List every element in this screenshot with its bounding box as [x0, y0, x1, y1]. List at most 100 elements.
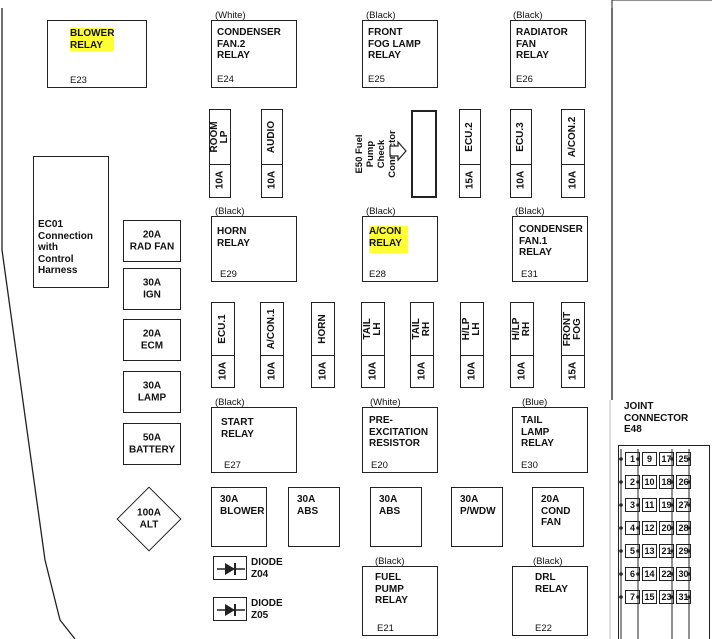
joint-pin-number: 25 [678, 454, 689, 464]
radiator-fan-relay[interactable]: RADIATOR FAN RELAY E26 [510, 20, 586, 88]
big-fuse[interactable]: 50A BATTERY [123, 423, 181, 465]
joint-pin[interactable]: 15 [642, 590, 657, 604]
joint-connector-label: JOINT CONNECTOR E48 [624, 401, 689, 435]
condenser-fan2-relay[interactable]: CONDENSER FAN.2 RELAY E24 [211, 20, 297, 88]
big-fuse-label: 20A RAD FAN [129, 229, 175, 253]
horn-relay-label: HORN RELAY [217, 226, 250, 249]
joint-pin-number: 30 [678, 569, 689, 579]
big-fuse-label: 20A ECM [140, 328, 164, 352]
joint-pin[interactable]: 11 [642, 498, 657, 512]
joint-pin[interactable]: 21 [659, 544, 674, 558]
condenser-fan1-color: (Black) [515, 206, 545, 217]
big-fuse-label: 30A IGN [142, 277, 162, 301]
tail-lamp-label: TAIL LAMP RELAY [521, 415, 554, 449]
radiator-fan-code: E26 [516, 74, 533, 85]
fuse-name-area: A/CON.2 [562, 110, 584, 165]
front-fog-color: (Black) [366, 10, 396, 21]
condenser-fan2-code: E24 [217, 74, 234, 85]
blower-relay-label: BLOWER RELAY [70, 28, 115, 51]
joint-pin-number: 9 [646, 454, 653, 464]
ec01-label: EC01 Connection with Control Harness [38, 219, 93, 276]
big-fuse[interactable]: 30A IGN [123, 268, 181, 310]
joint-pin-number: 20 [661, 523, 672, 533]
diode[interactable] [213, 597, 247, 621]
joint-pin-number: 31 [678, 592, 689, 602]
drl-relay[interactable]: DRL RELAY E22 [512, 566, 588, 636]
joint-pin-number: 23 [661, 592, 672, 602]
big-fuse[interactable]: 20A ECM [123, 319, 181, 361]
joint-pin-number: 14 [644, 569, 655, 579]
bottom-big-fuse[interactable]: 30A ABS [288, 487, 340, 547]
diode-label: DIODE [251, 557, 283, 568]
joint-pin[interactable]: 12 [642, 521, 657, 535]
big-fuse[interactable]: 30A LAMP [123, 371, 181, 413]
bottom-big-fuse[interactable]: 30A BLOWER [211, 487, 267, 547]
fuse-name-area: H/LP RH [511, 303, 533, 357]
joint-pin[interactable]: 10 [642, 475, 657, 489]
pre-excitation-label: PRE- EXCITATION RESISTOR [369, 415, 429, 449]
ec01-connection[interactable]: EC01 Connection with Control Harness [33, 156, 109, 288]
start-relay[interactable]: START RELAY E27 [211, 407, 297, 473]
diode-icon [217, 604, 245, 616]
bottom-big-fuse[interactable]: 30A ABS [370, 487, 422, 547]
fuel-pump-check-connector[interactable] [411, 110, 437, 198]
pre-excitation-resistor[interactable]: PRE- EXCITATION RESISTOR E20 [362, 407, 438, 473]
bottom-big-fuse[interactable]: 20A COND FAN [532, 487, 584, 547]
joint-pin[interactable]: 19 [659, 498, 674, 512]
bottom-big-fuse[interactable]: 30A P/WDW [451, 487, 503, 547]
tail-lamp-color: (Blue) [522, 397, 548, 408]
start-relay-code: E27 [224, 460, 241, 471]
acon-relay[interactable]: A/CON RELAY E28 [362, 216, 438, 282]
big-fuse[interactable]: 20A RAD FAN [123, 220, 181, 262]
joint-pin-number: 15 [644, 592, 655, 602]
joint-connector[interactable] [618, 445, 710, 639]
joint-pin[interactable]: 14 [642, 567, 657, 581]
fuse-name-area: ECU.3 [511, 110, 531, 165]
fuse-name-area: HORN [312, 303, 334, 357]
joint-pin-number: 4 [629, 523, 636, 533]
front-fog-lamp-relay[interactable]: FRONT FOG LAMP RELAY E25 [362, 20, 438, 88]
joint-pin[interactable]: 5 [625, 544, 640, 558]
joint-pin-number: 27 [678, 500, 689, 510]
acon-relay-code: E28 [369, 269, 386, 280]
joint-pin-number: 12 [644, 523, 655, 533]
start-relay-color: (Black) [215, 397, 245, 408]
acon-relay-label: A/CON RELAY [369, 226, 408, 253]
big-fuse-label: 50A BATTERY [128, 432, 176, 456]
horn-relay-code: E29 [220, 269, 237, 280]
tail-lamp-relay[interactable]: TAIL LAMP RELAY E30 [512, 407, 588, 473]
joint-pin[interactable]: 13 [642, 544, 657, 558]
joint-pin-number: 19 [661, 500, 672, 510]
blower-relay[interactable]: BLOWER RELAY E23 [47, 20, 147, 88]
diode-code: Z04 [251, 569, 269, 580]
joint-pin-number: 2 [629, 477, 636, 487]
joint-pin-number: 3 [629, 500, 636, 510]
diode[interactable] [213, 556, 247, 580]
fuel-pump-relay-color: (Black) [375, 556, 405, 567]
condenser-fan1-relay[interactable]: CONDENSER FAN.1 RELAY E31 [512, 216, 588, 282]
joint-pin[interactable]: 27 [676, 498, 691, 512]
joint-pin-number: 22 [661, 569, 672, 579]
bottom-fuse-label: 30A ABS [379, 494, 401, 517]
joint-pin-number: 7 [629, 592, 636, 602]
horn-relay[interactable]: HORN RELAY E29 [211, 216, 297, 282]
fuse-name-area: AUDIO [262, 110, 282, 165]
fuel-pump-relay[interactable]: FUEL PUMP RELAY E21 [362, 566, 438, 636]
fuel-pump-label: FUEL PUMP RELAY [375, 572, 408, 606]
joint-pin-number: 28 [678, 523, 689, 533]
joint-pin[interactable]: 9 [642, 452, 657, 466]
